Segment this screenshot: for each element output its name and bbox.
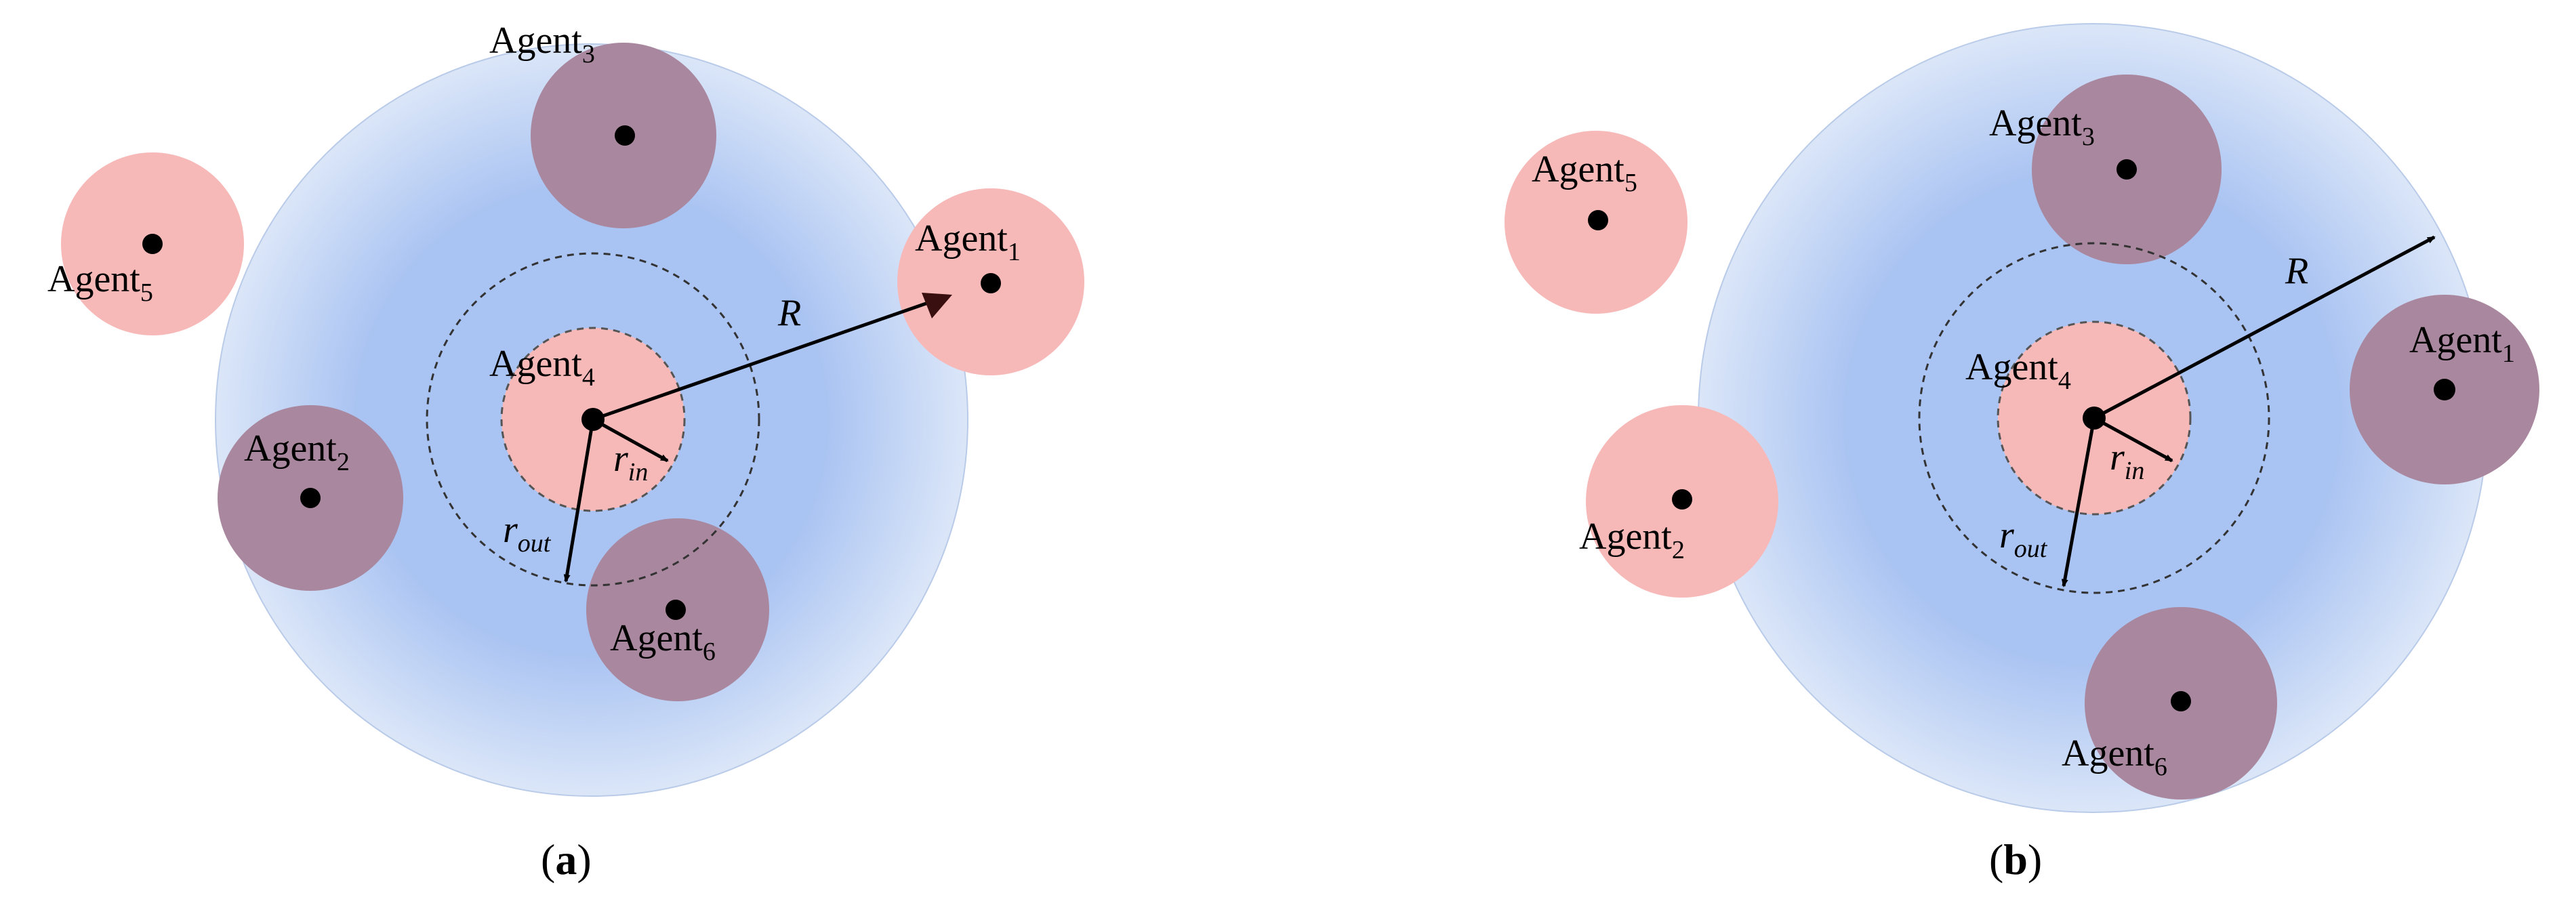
agent-6-dot: [666, 600, 686, 620]
agent-3-dot: [615, 125, 635, 146]
radius-R-label: R: [2285, 250, 2308, 292]
panel-b-caption: (b): [1989, 835, 2042, 884]
agent-2-dot: [1672, 489, 1692, 510]
r-in-label: rin: [613, 438, 648, 486]
agent-2-dot: [300, 488, 321, 508]
radius-R-arrow: [2093, 235, 2436, 420]
agent-4-label: Agent4: [489, 343, 595, 392]
panel-b: Agent3 Agent5 Agent1 Agent4 Agent2 Agent…: [1505, 23, 2539, 884]
panel-a: Agent3 Agent5 Agent1 Agent4 Agent2 Agent…: [47, 20, 1084, 884]
agent-3-dot: [2117, 159, 2137, 180]
radius-R-label: R: [777, 292, 801, 334]
agent-6-label: Agent6: [2062, 732, 2167, 781]
r-in-arrow: [2093, 416, 2173, 463]
radius-R-arrowhead: [922, 293, 952, 318]
r-out-label: rout: [503, 509, 552, 558]
panel-a-caption: (a): [541, 835, 592, 884]
r-out-ring: [1918, 242, 2270, 594]
agent-3-label: Agent3: [489, 20, 595, 68]
agent-5-label: Agent5: [1532, 148, 1637, 197]
agent-5-dot: [1588, 210, 1608, 230]
r-out-ring: [426, 252, 760, 587]
agent-5-dot: [142, 234, 163, 254]
agent-2-label: Agent2: [1579, 516, 1685, 564]
r-in-arrow: [592, 417, 669, 463]
agent-6-dot: [2171, 691, 2191, 711]
radius-R-arrow: [592, 295, 946, 421]
agent-4-label: Agent4: [1965, 346, 2071, 395]
agent-3-label: Agent3: [1989, 102, 2095, 151]
agent-5-label: Agent5: [47, 258, 153, 307]
r-out-label: rout: [1999, 514, 2048, 563]
agent-1-label: Agent1: [2409, 319, 2515, 368]
agent-6-label: Agent6: [610, 617, 716, 666]
agent-1-label: Agent1: [915, 217, 1021, 266]
r-out-arrow: [2061, 417, 2096, 587]
agent-2-label: Agent2: [244, 428, 350, 476]
r-out-arrow: [563, 419, 595, 583]
r-in-label: rin: [2110, 436, 2144, 485]
agent-1-dot: [2434, 379, 2455, 400]
agent-1-dot: [981, 273, 1001, 293]
